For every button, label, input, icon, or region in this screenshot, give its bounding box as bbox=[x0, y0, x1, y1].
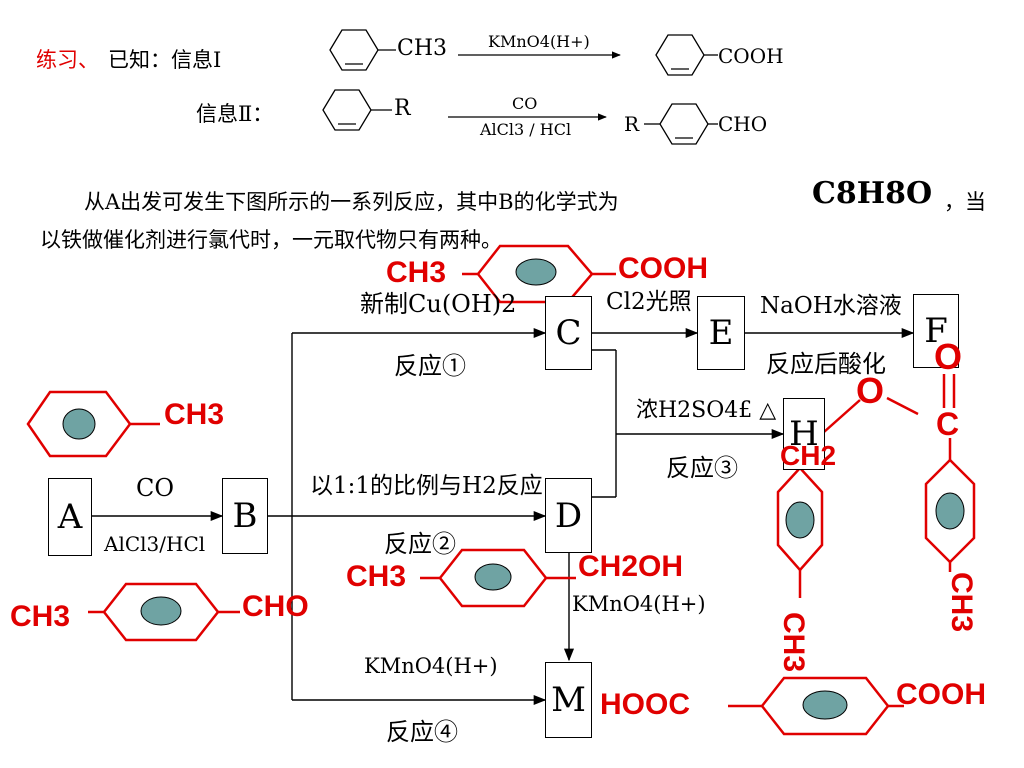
label-to-d-top: 以1:1的比例与H2反应 bbox=[310, 473, 543, 499]
toluene-ring bbox=[26, 390, 160, 458]
box-d: D bbox=[545, 478, 592, 553]
label-to-h-bottom: 反应③ bbox=[666, 454, 738, 482]
d-right-label: CH2OH bbox=[578, 550, 684, 583]
h-ester-o-label: O bbox=[856, 370, 885, 411]
box-f: F bbox=[913, 294, 959, 368]
label-a-to-b-bottom: AlCl3/HCl bbox=[104, 532, 206, 556]
label-to-m-top: KMnO4(H+) bbox=[364, 654, 498, 678]
box-a: A bbox=[48, 478, 92, 556]
c-left-label: CH3 bbox=[386, 256, 447, 289]
label-to-m-bottom: 反应④ bbox=[386, 718, 458, 746]
d-structure-ring bbox=[420, 548, 576, 608]
c-right-label: COOH bbox=[618, 252, 708, 285]
known-info1-label: 已知：信息Ⅰ bbox=[108, 48, 222, 72]
m-right-label: COOH bbox=[896, 678, 986, 711]
h-ch3-right-label: CH3 bbox=[945, 572, 978, 633]
info2-reagent-bottom: AlCl3 / HCl bbox=[480, 120, 572, 139]
h-ch2-label: CH2 bbox=[780, 440, 837, 471]
label-c-to-e: Cl2光照 bbox=[606, 289, 692, 315]
box-b: B bbox=[222, 478, 268, 554]
label-to-h-top: 浓H2SO4£ △ bbox=[636, 398, 777, 423]
box-c: C bbox=[545, 296, 592, 370]
c-structure-ring bbox=[462, 244, 616, 304]
formula-b: C8H8O bbox=[812, 176, 933, 211]
label-a-to-b-top: CO bbox=[136, 474, 175, 502]
info1-reagent: KMnO4(H+) bbox=[488, 32, 590, 51]
d-left-label: CH3 bbox=[346, 560, 407, 593]
h-ch3-left-label: CH3 bbox=[777, 612, 810, 673]
label-to-c-top: 新制Cu(OH)2 bbox=[360, 290, 517, 318]
h-carbon-label: C bbox=[936, 406, 960, 442]
box-e: E bbox=[697, 296, 745, 370]
problem-line1: 从A出发可发生下图所示的一系列反应，其中B的化学式为 bbox=[84, 190, 619, 214]
info1-product: COOH bbox=[718, 44, 784, 68]
b-structure-ring bbox=[88, 582, 240, 642]
m-left-label: HOOC bbox=[600, 688, 690, 721]
label-e-to-f-bottom: 反应后酸化 bbox=[766, 350, 886, 378]
info2-label: 信息Ⅱ： bbox=[196, 102, 274, 126]
problem-line1-end: ，当 bbox=[944, 190, 986, 214]
label-e-to-f-top: NaOH水溶液 bbox=[760, 293, 902, 319]
info2-reagent-top: CO bbox=[512, 94, 538, 113]
box-h: H bbox=[783, 398, 825, 470]
info1-product-ring bbox=[655, 34, 718, 76]
toluene-ch3-label: CH3 bbox=[164, 398, 225, 431]
scheme-connectors bbox=[92, 327, 915, 706]
info2-product-right: CHO bbox=[718, 112, 768, 136]
label-to-c-bottom: 反应① bbox=[394, 352, 466, 380]
exercise-label: 练习、 bbox=[36, 48, 99, 72]
info2-product-left: R bbox=[624, 112, 640, 136]
info1-benzene-ring bbox=[329, 29, 396, 71]
info1-reactant: CH3 bbox=[397, 36, 448, 61]
h-ester-structure bbox=[776, 374, 976, 598]
info2-benzene-ring bbox=[322, 89, 392, 131]
problem-line2: 以铁做催化剂进行氯代时，一元取代物只有两种。 bbox=[40, 228, 502, 252]
b-left-label: CH3 bbox=[10, 600, 71, 633]
h-carbonyl-o-label: O bbox=[934, 336, 963, 377]
label-to-d-bottom: 反应② bbox=[384, 530, 456, 558]
m-structure-ring bbox=[728, 676, 904, 736]
label-d-to-m: KMnO4(H+) bbox=[572, 592, 706, 616]
b-right-label: CHO bbox=[242, 590, 309, 623]
info2-reactant: R bbox=[394, 96, 411, 121]
info2-product-ring bbox=[644, 103, 718, 145]
box-m: M bbox=[545, 662, 592, 738]
